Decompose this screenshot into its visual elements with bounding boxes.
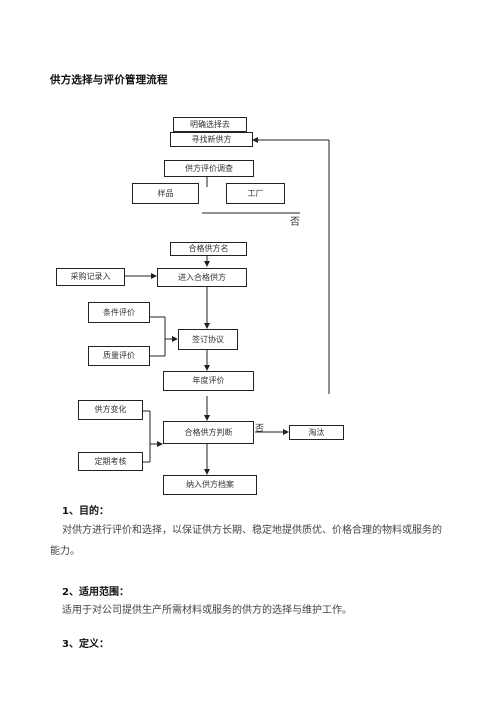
section-1-body: 对供方进行评价和选择，以保证供方长期、稳定地提供质优、价格合理的物料或服务的能力… bbox=[50, 525, 442, 557]
find-new-supplier-box: 寻找新供方 bbox=[170, 132, 253, 147]
no-label-top: 否 bbox=[290, 217, 300, 228]
enter-list-box: 纳入供方档案 bbox=[163, 475, 257, 495]
supplier-survey-box: 供方评价调查 bbox=[164, 160, 254, 177]
section-2-body: 适用于对公司提供生产所需材料或服务的供方的选择与维护工作。 bbox=[62, 605, 352, 616]
qualified-judge-box: 合格供方判断 bbox=[163, 421, 254, 444]
sign-contract-box: 签订协议 bbox=[178, 329, 238, 350]
regular-review-box: 定期考核 bbox=[78, 452, 143, 471]
enter-qualified-box: 进入合格供方 bbox=[157, 268, 247, 287]
sample-box: 样品 bbox=[132, 183, 199, 204]
supplier-change-box: 供方变化 bbox=[78, 400, 143, 420]
annual-review-box: 年度评价 bbox=[163, 371, 254, 391]
no-label-right: 否 bbox=[255, 424, 265, 434]
page-title: 供方选择与评价管理流程 bbox=[50, 74, 168, 86]
section-3-heading: 3、定义： bbox=[62, 639, 109, 650]
qualified-supplier-box: 合格供方名 bbox=[170, 242, 247, 256]
section-2-heading: 2、适用范围： bbox=[62, 587, 129, 598]
eliminate-box: 淘汰 bbox=[289, 425, 344, 440]
purchase-record-box: 采购记录入 bbox=[56, 268, 125, 286]
quality-assess-box: 质量评价 bbox=[88, 346, 150, 366]
source-supplier-box: 明确选择去 bbox=[173, 117, 247, 132]
section-1-heading: 1、目的： bbox=[62, 506, 109, 517]
factory-box: 工厂 bbox=[226, 183, 285, 204]
conditions-review-box: 条件评价 bbox=[88, 302, 150, 323]
